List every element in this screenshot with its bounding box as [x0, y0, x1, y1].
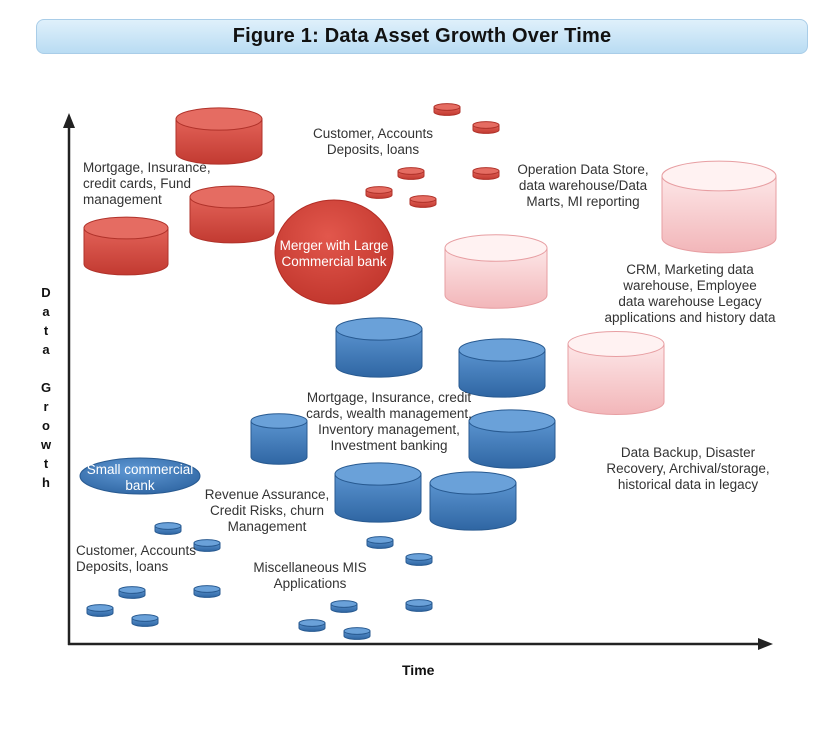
x-axis-label: Time [402, 662, 435, 678]
label-customer-bottom: Customer, Accounts Deposits, loans [76, 543, 197, 574]
label-mortgage-top: Mortgage, Insurance, credit cards, Fund … [83, 160, 211, 207]
blue-cylinder [343, 627, 371, 640]
blue-cylinder [193, 585, 221, 598]
blue-cylinder [405, 599, 433, 612]
label-revenue: Revenue Assurance, Credit Risks, churn M… [204, 487, 330, 534]
y-axis-arrow [63, 113, 75, 128]
x-axis-arrow [758, 638, 773, 650]
blue-cylinder [118, 586, 146, 599]
cylinder-group [83, 103, 777, 640]
label-backup: Data Backup, Disaster Recovery, Archival… [606, 445, 770, 492]
blue-cylinder [193, 539, 221, 552]
red-cylinder [175, 107, 263, 165]
red-cylinder [472, 167, 500, 180]
blue-cylinder [250, 413, 308, 465]
blue-cylinder [405, 553, 433, 566]
label-misc: Miscellaneous MIS Applications [253, 560, 367, 591]
blue-cylinder [298, 619, 326, 632]
blue-cylinder [131, 614, 159, 627]
blue-cylinder [429, 471, 517, 531]
red-cylinder [189, 185, 275, 244]
red-cylinder [472, 121, 500, 134]
red-cylinder [83, 216, 169, 276]
red-cylinder [409, 195, 437, 208]
label-customer-top: Customer, Accounts Deposits, loans [312, 126, 434, 157]
y-axis-label: D a t a G r o w t h [40, 285, 52, 490]
small-bank-ellipse [79, 457, 201, 495]
blue-cylinder [154, 522, 182, 535]
label-small-bank: Small commercial bank [86, 462, 194, 493]
merger-circle [274, 199, 394, 305]
blue-cylinder [468, 409, 556, 469]
pink-cylinder [661, 160, 777, 254]
red-cylinder [365, 186, 393, 199]
label-merger: Merger with Large Commercial bank [279, 238, 389, 269]
red-cylinder [433, 103, 461, 116]
label-mortgage-mid: Mortgage, Insurance, credit cards, wealt… [306, 390, 472, 453]
pink-cylinder [567, 331, 665, 415]
blue-cylinder [458, 338, 546, 398]
label-crm: CRM, Marketing data warehouse, Employee … [604, 262, 776, 325]
pink-cylinder [444, 234, 548, 309]
figure-title: Figure 1: Data Asset Growth Over Time [36, 19, 808, 54]
blue-cylinder [335, 317, 423, 378]
blue-cylinder [334, 462, 422, 523]
blue-cylinder [366, 536, 394, 549]
blue-cylinder [330, 600, 358, 613]
blue-cylinder [86, 604, 114, 617]
red-cylinder [397, 167, 425, 180]
label-ods: Operation Data Store, data warehouse/Dat… [517, 162, 649, 209]
